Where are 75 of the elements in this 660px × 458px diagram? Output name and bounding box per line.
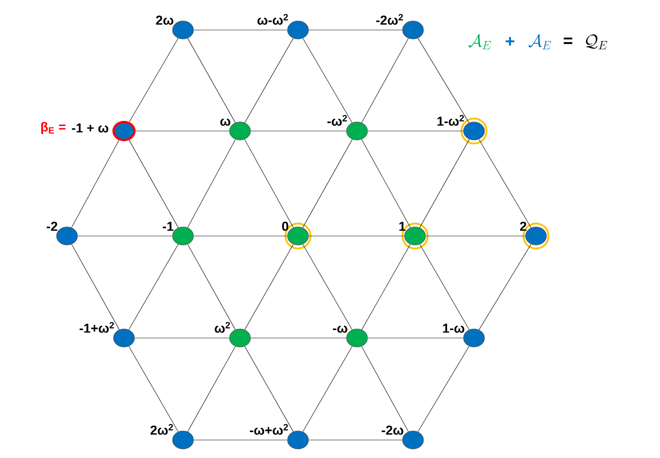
lattice-line <box>418 38 470 124</box>
lattice-point <box>404 226 426 246</box>
point-label: -2 <box>46 222 58 231</box>
lattice-point <box>463 328 485 348</box>
lattice-point <box>525 226 547 246</box>
lattice-point <box>346 122 368 140</box>
point-label: -1+ω$^{2}$ <box>80 322 114 333</box>
lattice-line <box>478 244 532 330</box>
point-label: -1 + ω <box>72 123 108 133</box>
lattice-line <box>302 346 353 432</box>
lattice-point <box>287 226 309 246</box>
point-label: -2ω$^{2}$ <box>376 14 403 25</box>
lattice-line <box>302 38 352 124</box>
lattice-line <box>302 244 353 330</box>
point-label: -ω$^{2}$ <box>327 114 347 126</box>
lattice-line <box>187 244 236 330</box>
point-label: 2ω$^{2}$ <box>150 424 173 435</box>
lattice-line <box>367 130 464 132</box>
formula: $\mathcal{A}_E$ <box>468 34 491 50</box>
lattice-line <box>250 130 347 132</box>
lattice-line <box>135 130 230 132</box>
lattice-point <box>402 430 424 450</box>
lattice-point <box>229 122 251 140</box>
lattice-line <box>71 244 120 330</box>
point-label: 2 <box>520 222 526 231</box>
lattice-point <box>287 430 309 450</box>
lattice-point <box>172 20 194 40</box>
point-label: 1 <box>399 222 406 231</box>
lattice-line <box>244 244 294 330</box>
lattice-line <box>187 139 236 228</box>
point-label: 1-ω$^{2}$ <box>438 114 464 126</box>
lattice-line <box>244 346 294 432</box>
lattice-point <box>172 430 194 450</box>
point-label: ω <box>220 118 230 126</box>
point-label: ω$^{2}$ <box>214 322 230 333</box>
lattice-line <box>71 140 120 228</box>
lattice-line <box>128 38 178 122</box>
lattice-line <box>418 346 470 432</box>
lattice-line <box>187 346 236 432</box>
formula: $\mathcal{A}_E$ <box>528 34 551 50</box>
lattice-line <box>187 38 236 123</box>
point-label: 1-ω <box>443 324 464 333</box>
lattice-point <box>346 328 368 348</box>
lattice-line <box>361 139 411 228</box>
point-label: ω-ω$^{2}$ <box>257 14 288 25</box>
lattice-point <box>112 120 136 142</box>
point-label: -2ω <box>382 426 404 435</box>
operator-sign: = <box>564 38 572 44</box>
lattice-point <box>229 328 251 348</box>
lattice-line <box>361 346 409 432</box>
lattice-line <box>419 139 470 228</box>
lattice-line <box>361 38 409 123</box>
lattice-line <box>128 140 179 228</box>
point-label: β$_{E}$ = <box>41 122 66 134</box>
lattice-point <box>402 20 424 40</box>
point-label: -1 <box>162 222 174 231</box>
lattice-line <box>244 38 294 123</box>
lattice-point <box>56 226 78 246</box>
point-label: 2ω <box>156 16 174 25</box>
lattice-line <box>361 244 411 330</box>
lattice-point <box>113 328 135 348</box>
lattice-point <box>463 122 485 140</box>
lattice-line <box>478 138 532 228</box>
lattice-line <box>420 244 470 330</box>
point-label: -ω <box>333 326 348 333</box>
lattice-point <box>172 226 194 246</box>
lattice-line <box>128 244 179 330</box>
lattice-line <box>244 139 294 228</box>
point-label: -ω+ω$^{2}$ <box>250 424 288 435</box>
point-label: 0 <box>282 222 288 231</box>
lattice-line <box>302 139 353 228</box>
lattice-point <box>287 20 309 40</box>
operator-sign: + <box>506 37 514 46</box>
lattice-line <box>128 346 179 432</box>
formula: $\mathcal{Q}_E$ <box>586 34 608 50</box>
